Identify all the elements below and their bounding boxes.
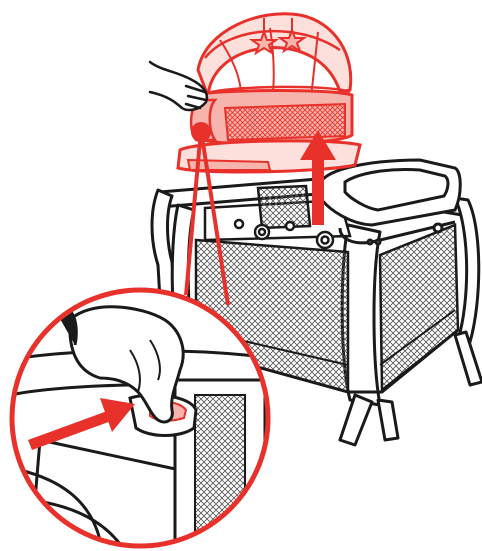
side-mesh-panel <box>380 225 458 390</box>
